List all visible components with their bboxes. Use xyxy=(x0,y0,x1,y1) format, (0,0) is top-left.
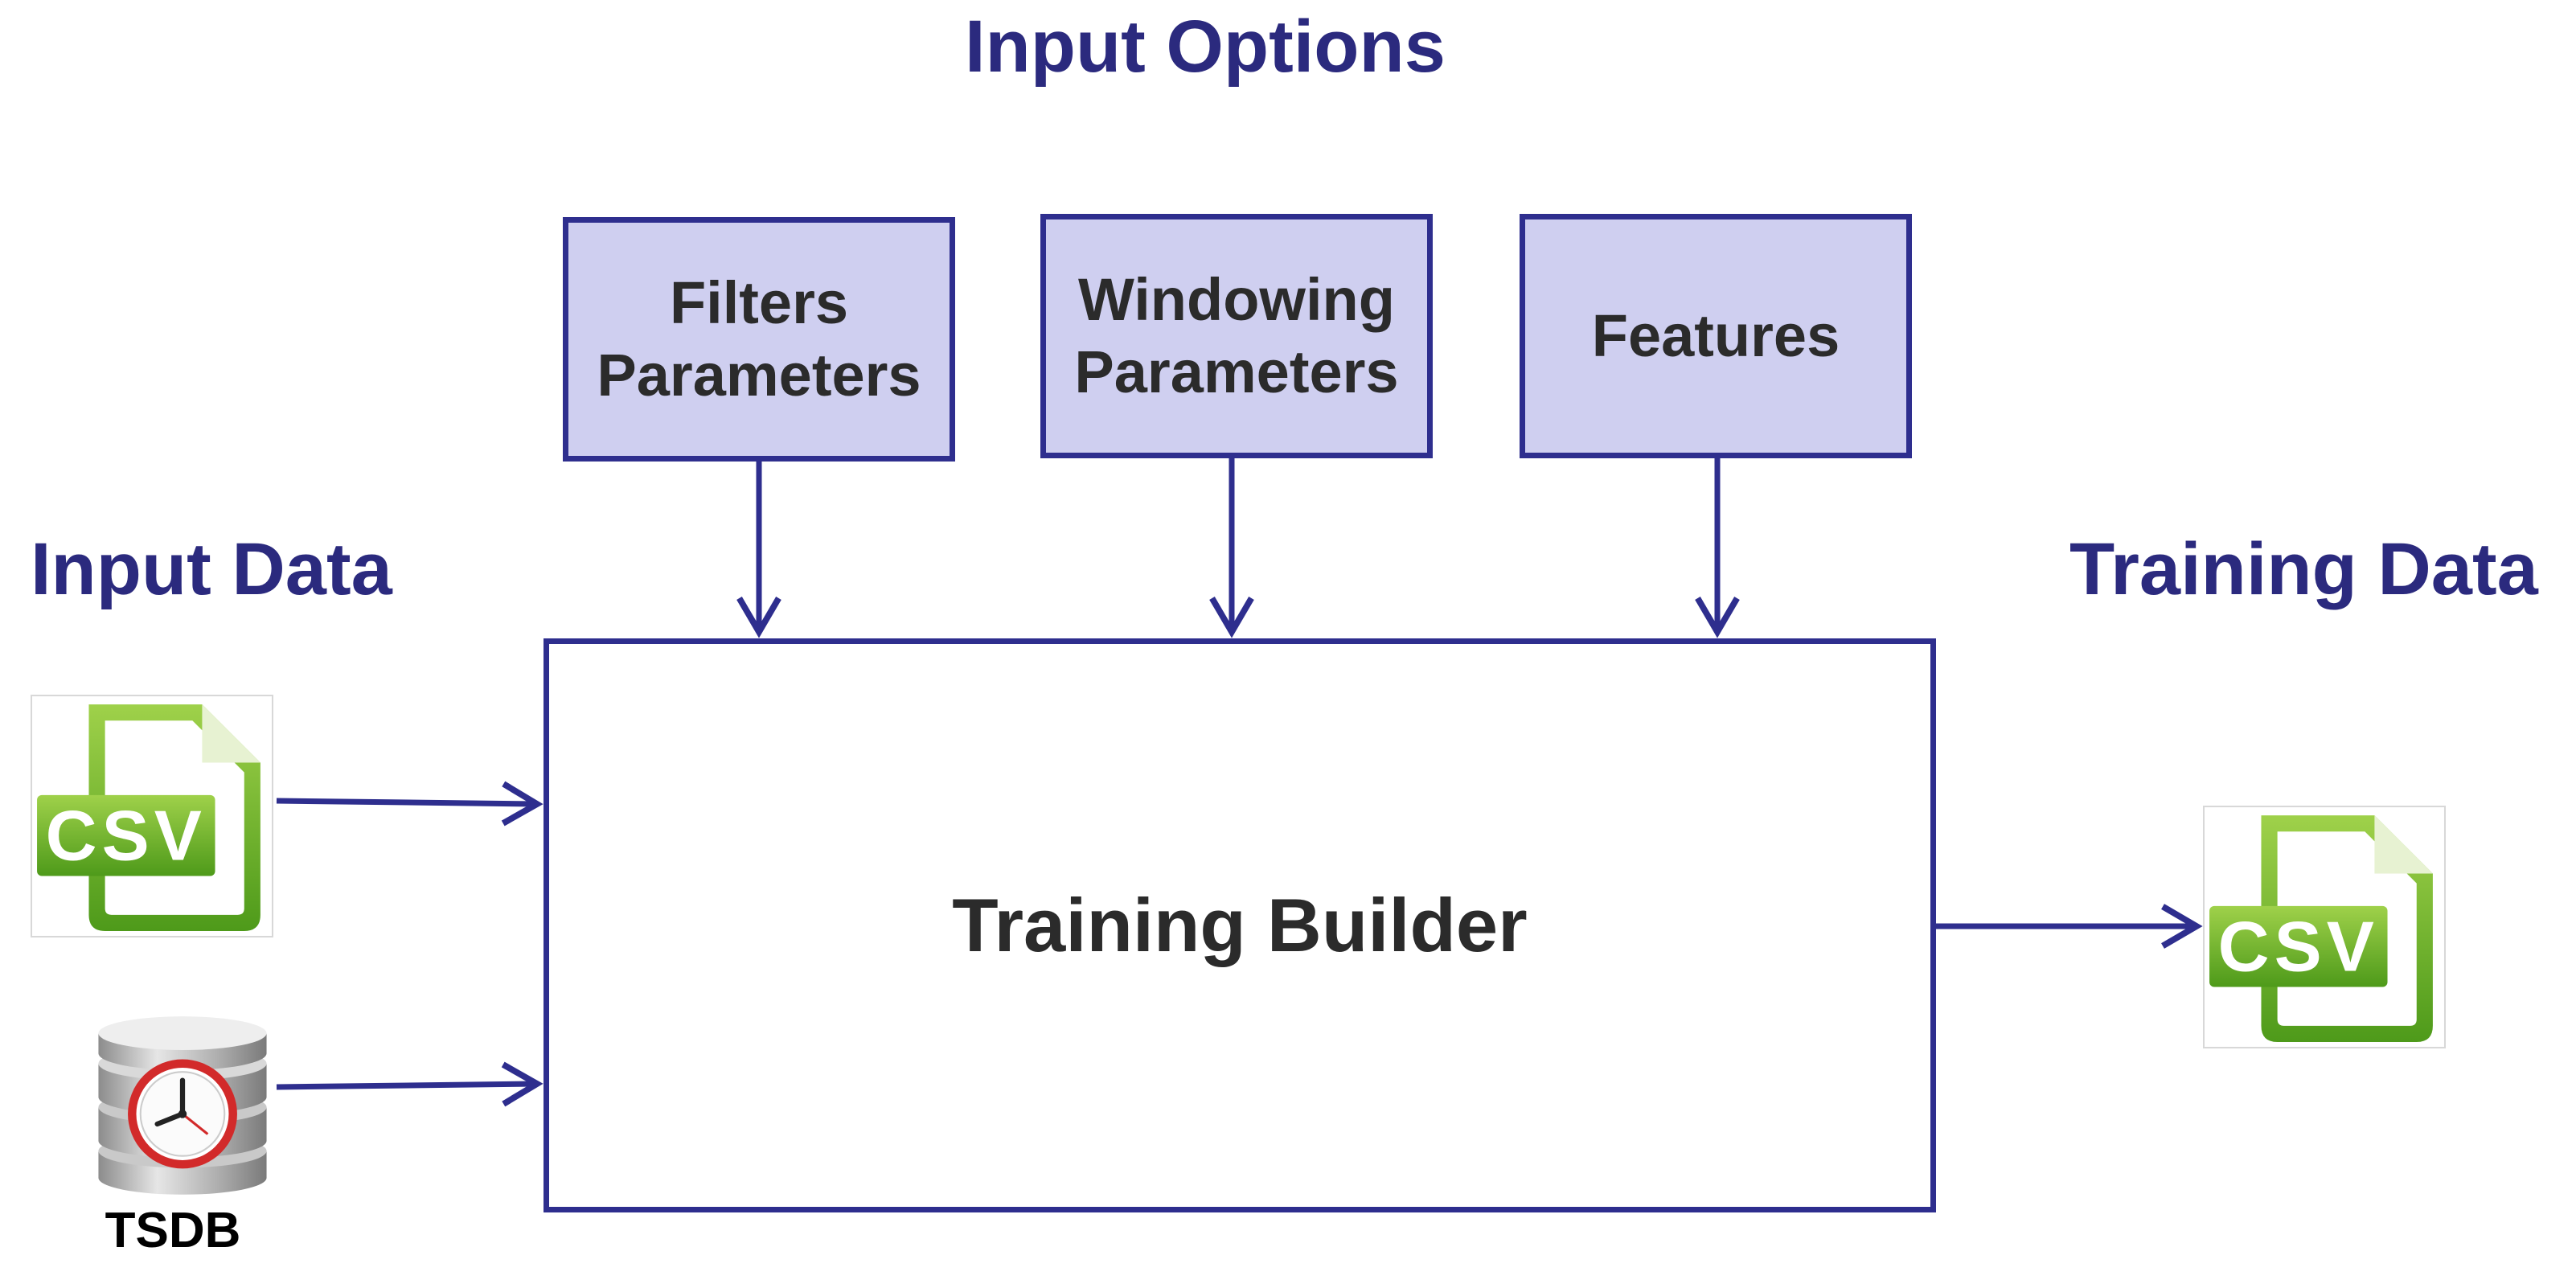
tsdb-label: TSDB xyxy=(105,1203,241,1258)
filters-parameters-box: Filters Parameters xyxy=(563,217,955,462)
csv-file-icon: CSV xyxy=(31,695,273,937)
database-clock-icon xyxy=(98,1016,267,1195)
csv-to-builder-arrow xyxy=(276,781,544,827)
features-box: Features xyxy=(1520,214,1912,458)
filters-line1: Filters xyxy=(669,269,849,336)
input-options-heading: Input Options xyxy=(965,6,1446,88)
windowing-line2: Parameters xyxy=(1074,338,1399,405)
features-label: Features xyxy=(1591,302,1840,369)
input-data-heading: Input Data xyxy=(31,528,392,610)
filters-line2: Parameters xyxy=(597,342,921,408)
training-builder-box: Training Builder xyxy=(544,638,1936,1212)
windowing-parameters-box: Windowing Parameters xyxy=(1040,214,1433,458)
csv-icon-text: CSV xyxy=(2218,906,2379,986)
tsdb-to-builder-arrow xyxy=(276,1061,544,1107)
windowing-line1: Windowing xyxy=(1078,265,1395,333)
csv-icon-text: CSV xyxy=(46,795,207,875)
training-data-heading: Training Data xyxy=(2069,528,2538,610)
csv-file-icon: CSV xyxy=(2203,806,2446,1048)
training-builder-label: Training Builder xyxy=(952,883,1528,967)
